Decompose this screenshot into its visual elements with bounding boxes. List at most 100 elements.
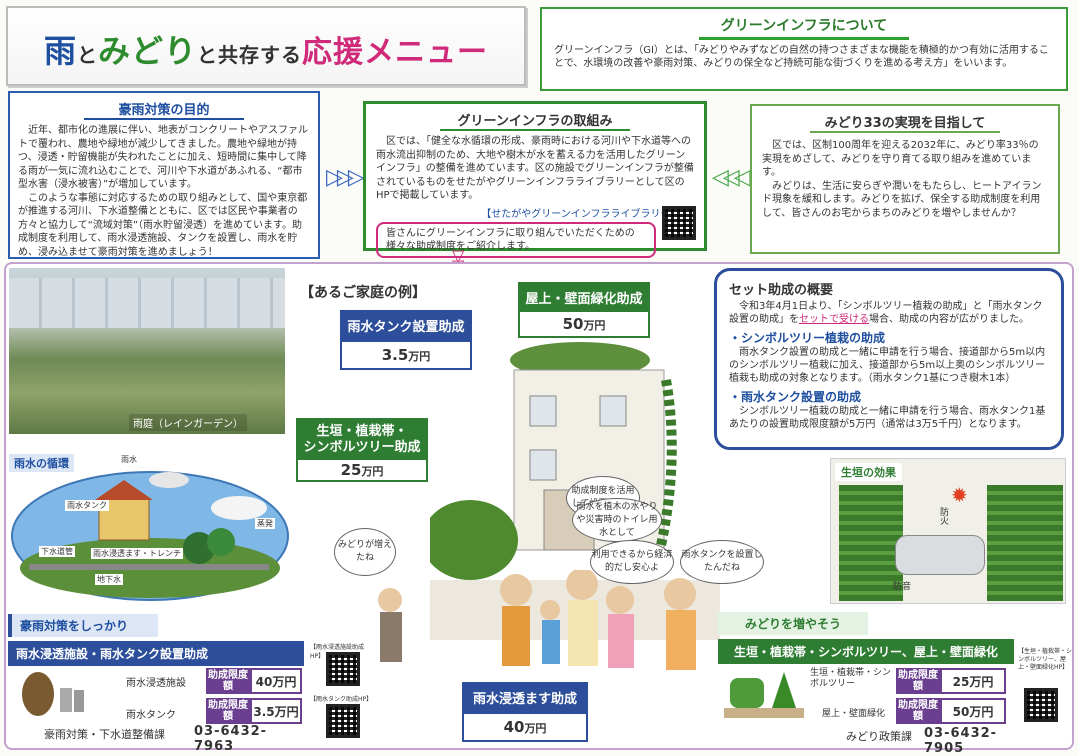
- set-subsidy-box: セット助成の概要 令和3年4月1日より、「シンボルツリー植栽の助成」と「雨水タン…: [714, 268, 1064, 450]
- tank-amount-value: 3.5: [381, 346, 409, 364]
- green-infra-about: グリーンインフラについて グリーンインフラ（GI）とは、「みどりやみずなどの自然…: [540, 7, 1068, 91]
- qr3-label: 【生垣・植栽帯・シンボルツリー、屋上・壁面緑化HP】: [1018, 648, 1073, 671]
- set-intro: 令和3年4月1日より、「シンボルツリー植栽の助成」と「雨水タンク設置の助成」をセ…: [729, 300, 1049, 326]
- roof-amount-value: 50: [562, 315, 584, 333]
- car-icon: [895, 535, 985, 575]
- set-intro-b: 場合、助成の内容が広がりました。: [869, 314, 1029, 325]
- hedge-label-fire: 防火: [938, 507, 948, 525]
- infiltration-amount-unit: 万円: [524, 722, 547, 735]
- lr-row2-amount: 50万円: [940, 698, 1006, 724]
- cycle-illustration: [11, 471, 289, 601]
- cycle-heading: 雨水の循環: [9, 454, 74, 472]
- efforts-callout: 皆さんにグリーンインフラに取り組んでいただくための様々な助成制度をご紹介します。: [376, 221, 656, 258]
- lr-dept: みどり政策課: [846, 730, 912, 743]
- ll-row2-amount: 3.5万円: [250, 698, 302, 724]
- purpose-box: 豪雨対策の目的 近年、都市化の進展に伴い、地表がコンクリートやアスファルトで覆わ…: [8, 91, 320, 259]
- hedge-right: [987, 485, 1063, 601]
- photo-caption: 雨庭（レインガーデン）: [129, 414, 247, 431]
- midori33-p2: みどりは、生活に安らぎや潤いをもたらし、ヒートアイランド現象を緩和します。みどり…: [762, 180, 1042, 219]
- ll-row1-amount: 40万円: [250, 668, 302, 694]
- qr-code-icon[interactable]: [326, 652, 360, 686]
- ll-row2-tag: 助成限度額: [206, 698, 250, 724]
- purpose-p2: このような事態に対応するための取り組みとして、国や東京都が推進する河川、下水道整…: [18, 192, 308, 258]
- library-link[interactable]: 【せたがやグリーンインフラライブラリーHP】: [481, 208, 694, 220]
- hedge-effect-heading: 生垣の効果: [835, 463, 902, 481]
- ll-row1-name: 雨水浸透施設: [126, 678, 186, 689]
- cycle-label-tank: 雨水タンク: [65, 500, 109, 511]
- hedge-effect-illustration: 生垣の効果 防火 防音 ✹: [830, 458, 1066, 604]
- qr-code-icon[interactable]: [1024, 688, 1058, 722]
- hedge-subsidy-label: 生垣・植栽帯・シンボルツリー助成: [296, 418, 428, 462]
- hedge-amount-value: 25: [340, 461, 362, 479]
- set-intro-a: 令和3年4月1日より、「シンボルツリー植栽の助成」と「雨水タンク設置の助成」を: [729, 301, 1043, 325]
- hedge-subsidy-amount: 25万円: [296, 458, 428, 482]
- title-ouen: 応援メニュー: [302, 35, 489, 70]
- set-s1-text: 雨水タンク設置の助成と一緒に申請を行う場合、接道部から5m以内のシンボルツリー植…: [729, 347, 1046, 384]
- title-to1: と: [77, 43, 99, 67]
- hedge-label-line1: 生垣・植栽帯・: [316, 424, 408, 439]
- arrow-left-icon: ◁◁◁: [712, 165, 751, 190]
- infiltration-subsidy-label: 雨水浸透ます助成: [462, 682, 588, 713]
- page-title-box: 雨とみどりと共存する応援メニュー: [6, 6, 526, 86]
- qr-code-icon[interactable]: [326, 704, 360, 738]
- purpose-heading: 豪雨対策の目的: [84, 99, 244, 120]
- hedge-label-sound: 防音: [893, 582, 912, 592]
- cycle-label-groundwater: 地下水: [95, 574, 123, 585]
- example-heading: 【あるご家庭の例】: [300, 285, 426, 301]
- lr-row1-name: 生垣・植栽帯・シンボルツリー: [810, 668, 892, 689]
- set-intro-highlight: セットで受ける: [799, 314, 869, 325]
- qr1-label: 【雨水浸透施設助成HP】: [310, 644, 365, 660]
- tank-subsidy-label: 雨水タンク設置助成: [340, 310, 472, 341]
- green-infra-heading: グリーンインフラについて: [699, 15, 909, 40]
- set-s2-heading: ・雨水タンク設置の助成: [729, 390, 862, 404]
- bubble-2: 雨水を植木の水やりや災害時のトイレ用水として: [572, 498, 662, 542]
- qr2-label: 【雨水タンク助成HP】: [310, 696, 373, 703]
- efforts-text: 区では、「健全な水循環の形成、豪雨時における河川や下水道等への雨水流出抑制のため…: [376, 136, 694, 201]
- title-midori: みどり: [98, 32, 198, 70]
- efforts-heading: グリーンインフラの取組み: [440, 110, 630, 131]
- midori33-box: みどり33の実現を目指して 区では、区制100周年を迎える2032年に、みどり率…: [750, 104, 1060, 254]
- roof-amount-unit: 万円: [583, 319, 606, 332]
- tank-illustration: [22, 672, 84, 716]
- ll-tel[interactable]: 03-6432-7963: [194, 724, 268, 754]
- lower-right-panel: みどりを増やそう 生垣・植栽帯・シンボルツリー、屋上・壁面緑化 生垣・植栽帯・シ…: [718, 612, 1018, 756]
- lower-left-bar: 雨水浸透施設・雨水タンク設置助成: [8, 641, 304, 666]
- ll-row1-tag: 助成限度額: [206, 668, 250, 694]
- green-infra-text: グリーンインフラ（GI）とは、「みどりやみずなどの自然の持つさまざまな機能を積極…: [554, 45, 1049, 69]
- bubble-4: 雨水タンクを設置したんだね: [680, 540, 764, 584]
- lr-row1-tag: 助成限度額: [896, 668, 940, 694]
- title-ame: 雨: [44, 32, 78, 70]
- midori33-p1: 区では、区制100周年を迎える2032年に、みどり率33％の実現をめざして、みど…: [762, 140, 1039, 178]
- lr-row1-amount: 25万円: [940, 668, 1006, 694]
- building-bg: [9, 278, 285, 328]
- qr-code-icon[interactable]: [662, 206, 696, 240]
- purpose-p1: 近年、都市化の進展に伴い、地表がコンクリートやアスファルトで覆われ、農地や緑地が…: [18, 125, 308, 190]
- ll-dept: 豪雨対策・下水道整備課: [44, 728, 165, 741]
- midori33-heading: みどり33の実現を目指して: [810, 112, 1000, 133]
- cycle-label-evaporation: 蒸発: [255, 518, 275, 529]
- family-illustration: [378, 570, 696, 670]
- arrow-right-icon: ▷▷▷: [326, 165, 365, 190]
- hedge-plant-illustration: [724, 672, 804, 718]
- efforts-box: グリーンインフラの取組み 区では、「健全な水循環の形成、豪雨時における河川や下水…: [363, 101, 707, 258]
- lower-right-heading: みどりを増やそう: [718, 612, 868, 635]
- hedge-left: [839, 485, 903, 601]
- cycle-label-infiltration: 雨水浸透ます・トレンチ: [91, 548, 183, 559]
- tank-amount-unit: 万円: [408, 350, 431, 363]
- bubble-3: 利用できるから経済的だし安心よ: [590, 540, 674, 584]
- bubble-5: みどりが増えたね: [334, 528, 396, 576]
- fire-icon: ✹: [951, 483, 968, 507]
- hedge-label-line2: シンボルツリー助成: [303, 440, 421, 455]
- infiltration-subsidy-amount: 40万円: [462, 712, 588, 742]
- roof-subsidy-label: 屋上・壁面緑化助成: [518, 282, 650, 313]
- lr-row2-tag: 助成限度額: [896, 698, 940, 724]
- rain-cycle-diagram: 雨水の循環 雨水 雨水タンク 下水道管 雨水浸透ます・トレンチ 地下水 蒸発: [9, 454, 291, 604]
- set-s2-text: シンボルツリー植栽の助成と一緒に申請を行う場合、雨水タンク1基あたりの設置助成限…: [729, 406, 1046, 430]
- cycle-label-rain: 雨水: [119, 454, 139, 465]
- lower-right-bar: 生垣・植栽帯・シンボルツリー、屋上・壁面緑化: [718, 639, 1014, 664]
- title-to2: と共存する: [197, 43, 303, 67]
- roof-subsidy-amount: 50万円: [518, 310, 650, 338]
- rain-garden-photo: 雨庭（レインガーデン）: [9, 268, 285, 434]
- cycle-label-sewer: 下水道管: [39, 546, 75, 557]
- page-title: 雨とみどりと共存する応援メニュー: [44, 26, 488, 72]
